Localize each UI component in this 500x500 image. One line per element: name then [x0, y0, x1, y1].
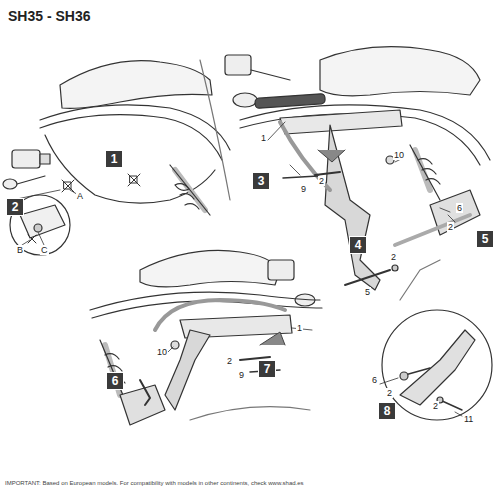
- step-number: 8: [378, 402, 396, 420]
- callout-number: C: [40, 245, 49, 255]
- panel-1: [3, 60, 230, 215]
- callout-number: 6: [456, 203, 463, 213]
- callout-number: 6: [371, 375, 378, 385]
- callout-number: 1: [260, 133, 267, 143]
- callout-number: 2: [432, 401, 439, 411]
- panel-7: [90, 250, 322, 425]
- step-number: 7: [258, 360, 276, 378]
- inset-8: [380, 310, 492, 420]
- callout-number: 2: [226, 356, 233, 366]
- step-number: 4: [349, 236, 367, 254]
- step-number: 1: [105, 150, 123, 168]
- callout-number: 9: [238, 370, 245, 380]
- step-number: 2: [6, 198, 24, 216]
- callout-number: 5: [364, 287, 371, 297]
- callout-number: A: [76, 191, 84, 201]
- callout-number: 2: [390, 252, 397, 262]
- callout-number: 10: [393, 150, 405, 160]
- footnote: IMPORTANT: Based on European models. For…: [5, 480, 495, 486]
- callout-number: 2: [386, 388, 393, 398]
- callout-number: 2: [447, 222, 454, 232]
- step-number: 3: [252, 172, 270, 190]
- step-number: 5: [476, 230, 494, 248]
- step-number: 6: [106, 372, 124, 390]
- callout-number: 9: [300, 184, 307, 194]
- diagram-title: SH35 - SH36: [8, 8, 90, 24]
- callout-number: 2: [318, 176, 325, 186]
- callout-number: B: [16, 245, 24, 255]
- callout-number: 10: [156, 347, 168, 357]
- callout-number: 11: [463, 414, 474, 424]
- callout-number: 1: [296, 323, 303, 333]
